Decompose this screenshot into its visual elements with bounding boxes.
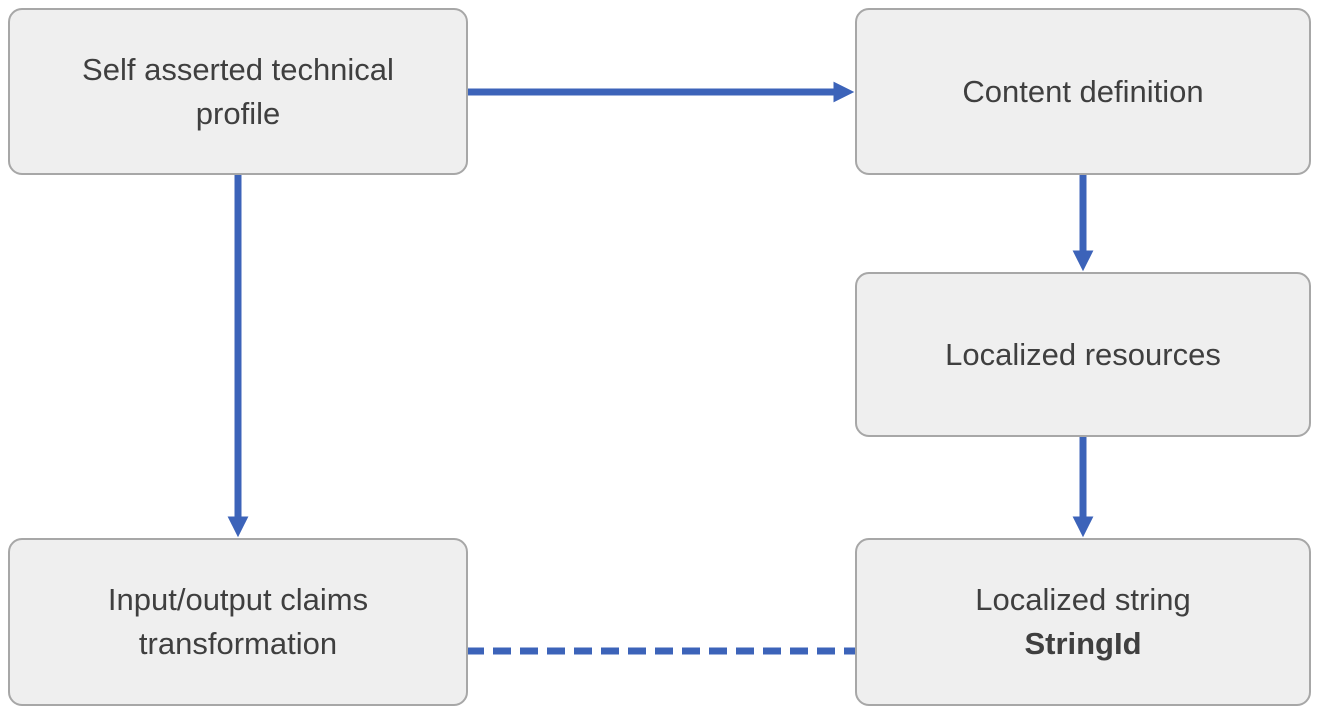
node-label: Localized resources: [945, 336, 1221, 372]
node-label: Localized string: [975, 582, 1191, 617]
node-content-definition: Content definition: [855, 8, 1311, 175]
node-sublabel-stringid: StringId: [1024, 626, 1142, 661]
node-label: Self asserted technical profile: [82, 51, 394, 131]
node-label: Input/output claims transformation: [107, 582, 369, 661]
node-input-output-claims-transformation: Input/output claims transformation: [8, 538, 468, 706]
node-self-asserted-technical-profile: Self asserted technical profile: [8, 8, 468, 175]
node-localized-resources: Localized resources: [855, 272, 1311, 437]
node-label: Content definition: [962, 73, 1204, 109]
node-localized-string: Localized string StringId: [855, 538, 1311, 706]
